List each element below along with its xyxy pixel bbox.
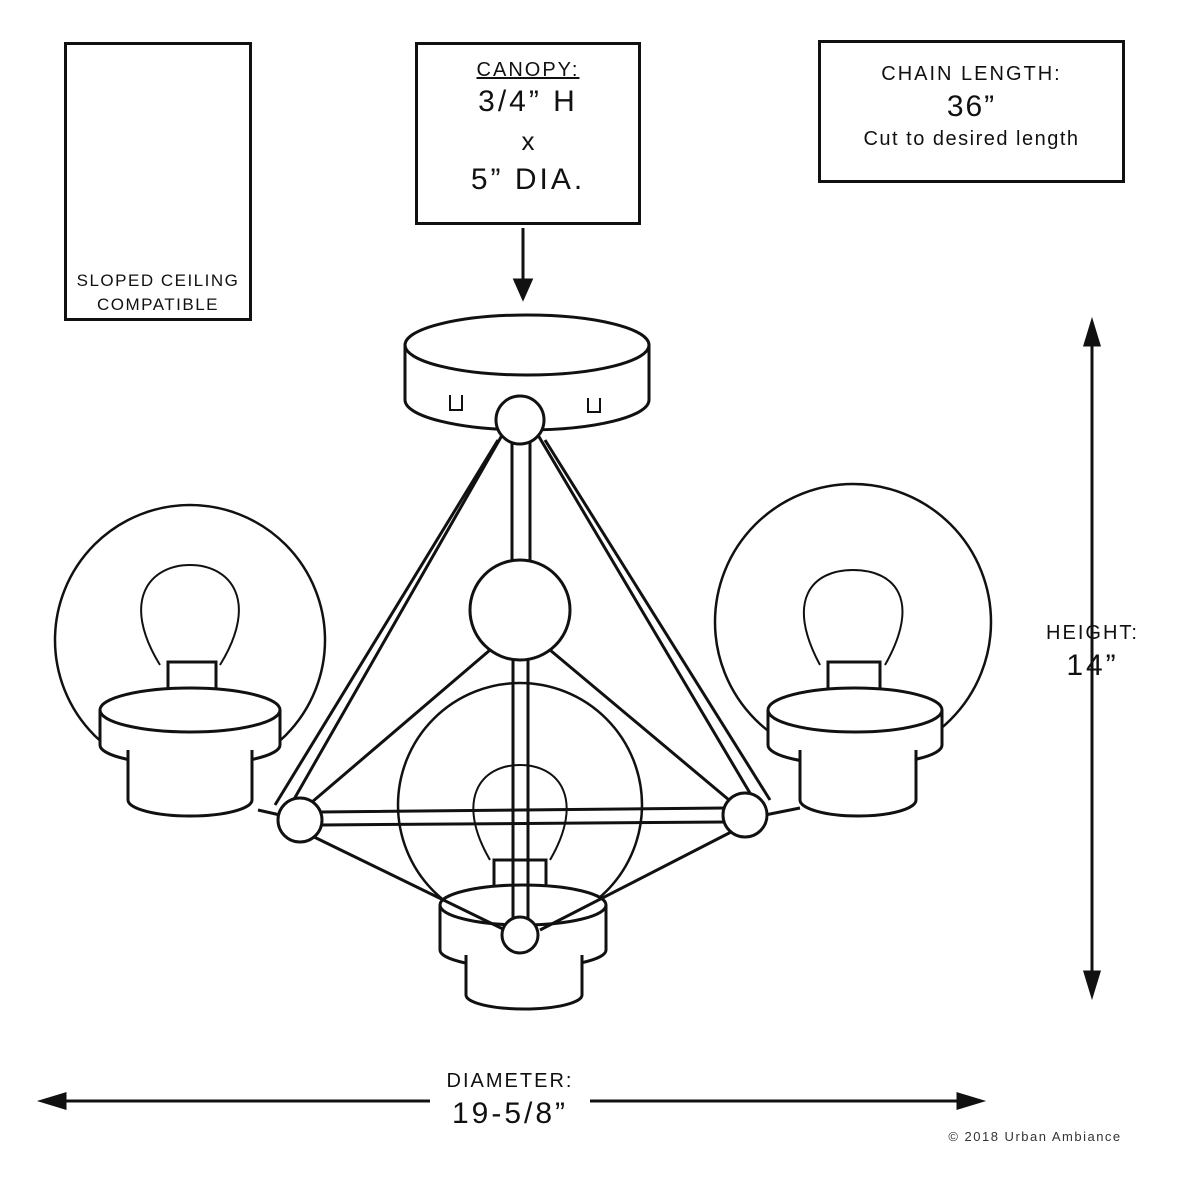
copyright: © 2018 Urban Ambiance <box>948 1129 1122 1144</box>
sloped-ceiling-box: SLOPED CEILING COMPATIBLE <box>64 42 252 321</box>
sloped-ceiling-line2: COMPATIBLE <box>96 295 220 314</box>
canopy-times: x <box>521 126 535 156</box>
diameter-arrowheads <box>36 1091 987 1111</box>
canopy-box: CANOPY: 3/4” H x 5” DIA. <box>415 42 641 225</box>
canopy-diameter: 5” DIA. <box>470 163 586 196</box>
chain-length-value: 36” <box>946 90 997 123</box>
center-bulb <box>472 763 568 861</box>
frame <box>257 429 801 932</box>
chain-length-box: CHAIN LENGTH: 36” Cut to desired length <box>818 40 1125 183</box>
diameter-value: 19-5/8” <box>451 1097 569 1130</box>
canopy-drawing <box>403 313 651 446</box>
height-label: HEIGHT: <box>1046 622 1139 644</box>
height-arrowheads <box>1082 316 1102 1001</box>
sloped-ceiling-line1: SLOPED CEILING <box>76 271 240 290</box>
right-holder <box>766 660 944 818</box>
left-bulb <box>140 563 240 666</box>
canopy-label: CANOPY: <box>476 59 580 81</box>
frame-joints <box>276 558 769 955</box>
chain-length-note: Cut to desired length <box>863 128 1080 150</box>
diameter-label: DIAMETER: <box>446 1070 574 1092</box>
chain-length-label: CHAIN LENGTH: <box>881 63 1062 85</box>
left-holder <box>98 660 282 818</box>
canopy-arrowhead <box>512 278 534 302</box>
height-value: 14” <box>1066 649 1119 682</box>
canopy-height: 3/4” H <box>478 85 578 118</box>
right-bulb <box>802 568 904 666</box>
